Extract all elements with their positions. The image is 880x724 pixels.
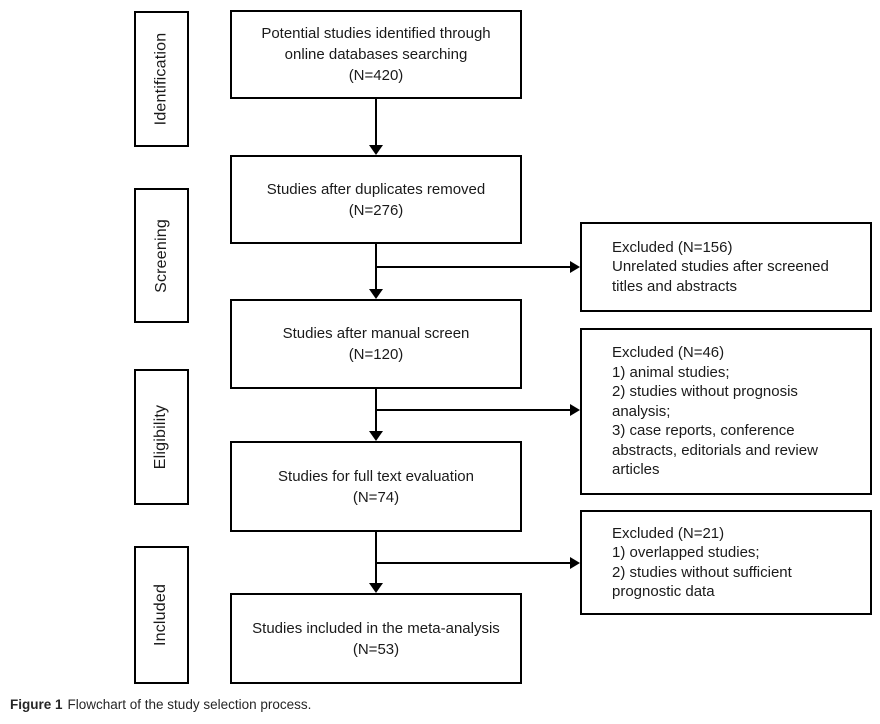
phase-box-eligibility: Eligibility (134, 369, 189, 505)
phase-label-screening: Screening (152, 218, 170, 293)
flow-box-meta-analysis: Studies included in the meta-analysis (N… (230, 593, 522, 684)
flow-box-duplicates-removed: Studies after duplicates removed (N=276) (230, 155, 522, 244)
exclusion-box-3: Excluded (N=21) 1) overlapped studies; 2… (580, 510, 872, 615)
arrow-down-icon (369, 431, 383, 441)
exclusion-line: Excluded (N=156) (612, 238, 733, 256)
flow-box-full-text: Studies for full text evaluation (N=74) (230, 441, 522, 532)
exclusion-line: 1) animal studies; (612, 363, 730, 381)
phase-box-identification: Identification (134, 11, 189, 147)
flow-box-line: Studies for full text evaluation (278, 467, 474, 485)
exclusion-line: prognostic data (612, 583, 715, 600)
branch-line (376, 409, 570, 411)
arrow-down-icon (369, 145, 383, 155)
arrow-right-icon (570, 557, 580, 569)
exclusion-line: Excluded (N=21) (612, 524, 725, 542)
exclusion-line: 1) overlapped studies; (612, 544, 760, 561)
exclusion-line: 2) studies without prognosis (612, 383, 798, 401)
flow-box-line: (N=74) (352, 488, 400, 506)
phase-label-included: Included (152, 583, 170, 647)
exclusion-line: analysis; (612, 402, 671, 420)
flow-box-line: Studies included in the meta-analysis (252, 619, 500, 637)
exclusion-line: titles and abstracts (612, 277, 738, 295)
exclusion-line: articles (612, 461, 660, 479)
flow-box-line: (N=120) (348, 346, 404, 363)
phase-label-eligibility: Eligibility (152, 404, 170, 470)
figure-caption: Figure 1 Flowchart of the study selection… (10, 697, 311, 712)
exclusion-box-1: Excluded (N=156) Unrelated studies after… (580, 222, 872, 312)
phase-label-identification: Identification (152, 32, 170, 126)
exclusion-line: 3) case reports, conference (612, 422, 795, 440)
branch-line (376, 266, 570, 268)
flow-box-line: online databases searching (284, 46, 468, 63)
flow-box-manual-screen: Studies after manual screen (N=120) (230, 299, 522, 389)
arrow-right-icon (570, 261, 580, 273)
exclusion-line: Unrelated studies after screened (612, 258, 829, 276)
flow-box-line: Studies after duplicates removed (266, 180, 486, 198)
phase-box-included: Included (134, 546, 189, 684)
flow-box-line: (N=420) (348, 67, 404, 84)
exclusion-line: 2) studies without sufficient (612, 563, 792, 581)
arrow-down-icon (369, 583, 383, 593)
connector-line (375, 99, 377, 145)
branch-line (376, 562, 570, 564)
flow-box-identified: Potential studies identified through onl… (230, 10, 522, 99)
phase-box-screening: Screening (134, 188, 189, 323)
flow-box-line: (N=276) (348, 201, 404, 219)
flow-box-line: (N=53) (352, 640, 400, 658)
figure-caption-text: Flowchart of the study selection process… (67, 697, 312, 712)
exclusion-box-2: Excluded (N=46) 1) animal studies; 2) st… (580, 328, 872, 495)
flow-box-line: Potential studies identified through (261, 25, 491, 42)
arrow-down-icon (369, 289, 383, 299)
exclusion-line: Excluded (N=46) (612, 344, 725, 362)
exclusion-line: abstracts, editorials and review (612, 441, 818, 459)
figure-caption-label: Figure 1 (10, 697, 63, 712)
connector-line (375, 532, 377, 583)
arrow-right-icon (570, 404, 580, 416)
flow-box-line: Studies after manual screen (282, 325, 470, 342)
